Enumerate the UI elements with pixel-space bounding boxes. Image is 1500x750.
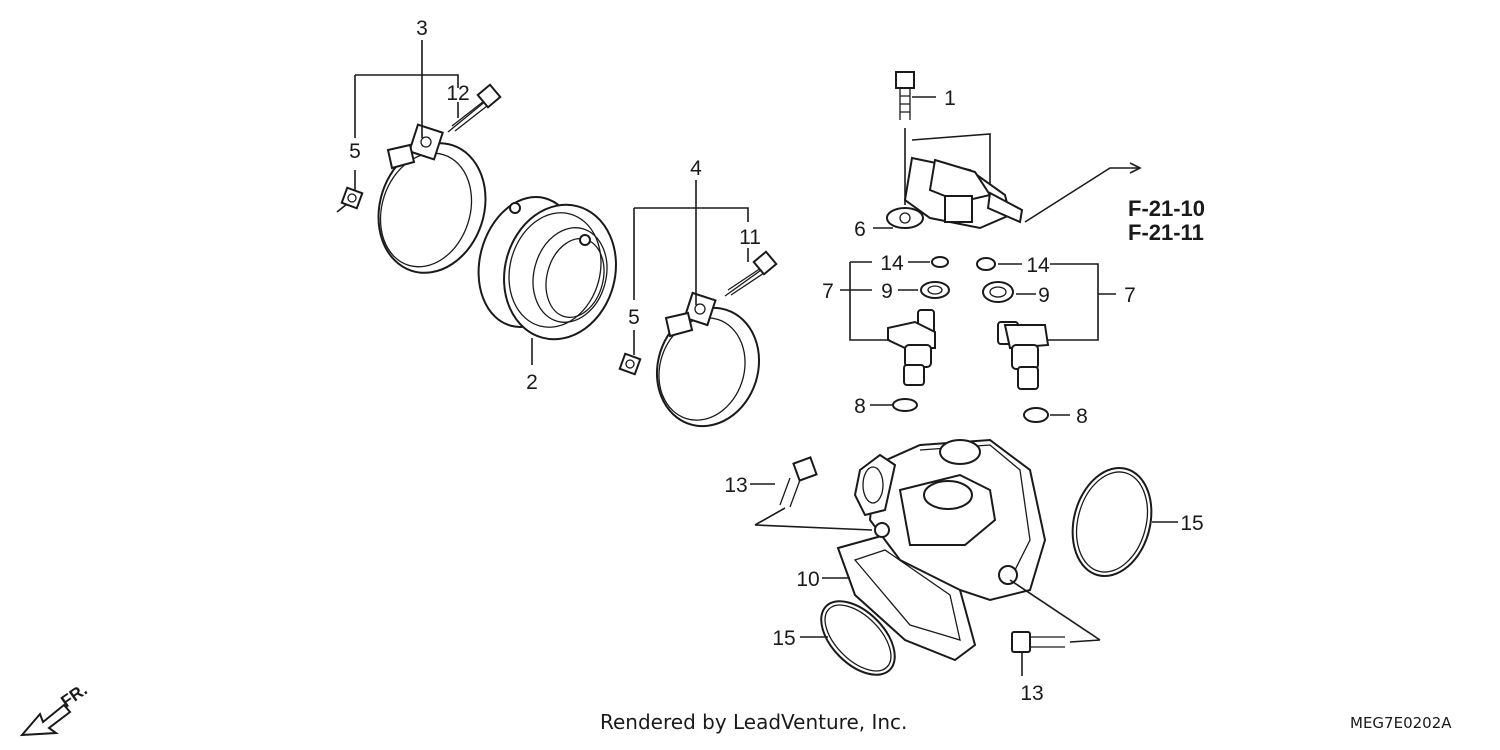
ref-arrowhead <box>1129 162 1142 174</box>
reference-f-21-10: F-21-10 <box>1128 196 1205 221</box>
leader-7-right <box>1048 263 1116 341</box>
callout-5-left: 5 <box>349 140 361 163</box>
intake-boot <box>477 196 617 341</box>
fuel-rail <box>886 156 1024 230</box>
seal-8-right <box>1023 407 1049 423</box>
callout-8-right: 8 <box>1076 405 1088 428</box>
callout-9-left: 9 <box>881 280 893 303</box>
o-ring-14-left <box>931 256 949 268</box>
o-ring-14-right <box>976 257 996 271</box>
throttle-body <box>836 438 1047 662</box>
leader-5-left-tick <box>336 203 348 213</box>
callout-11: 11 <box>739 226 761 249</box>
seal-9-left <box>920 281 950 299</box>
nut-5-middle <box>618 352 642 376</box>
callout-8-left: 8 <box>854 395 866 418</box>
bolt-12 <box>447 83 502 133</box>
callout-15-right: 15 <box>1180 512 1203 535</box>
leader-7-left <box>840 261 890 341</box>
injector-right <box>997 321 1050 390</box>
clamp-band-left <box>377 123 487 274</box>
callout-13-lower: 13 <box>1020 682 1043 705</box>
bolt-1 <box>895 71 915 120</box>
callout-9-right: 9 <box>1038 284 1050 307</box>
seal-9-right <box>982 281 1014 303</box>
callout-2: 2 <box>526 371 538 394</box>
front-arrow-icon <box>19 703 72 737</box>
callout-15-lower: 15 <box>772 627 795 650</box>
callout-1: 1 <box>944 87 956 110</box>
gasket-15-right <box>1071 466 1153 578</box>
callout-12: 12 <box>446 82 469 105</box>
injector-left <box>887 309 936 386</box>
leader-13-upper-fan <box>754 507 873 531</box>
callout-4: 4 <box>690 157 702 180</box>
leader-ref <box>1024 167 1138 223</box>
leader-rail-bracket <box>911 133 991 185</box>
render-credit: Rendered by LeadVenture, Inc. <box>600 710 908 734</box>
leader-3-bracket <box>354 40 459 138</box>
callout-7-left: 7 <box>822 280 834 303</box>
diagram-code: MEG7E0202A <box>1350 714 1452 732</box>
callout-6: 6 <box>854 218 866 241</box>
bolt-13-upper <box>779 456 818 508</box>
nut-5-left <box>340 186 364 210</box>
reference-f-21-11: F-21-11 <box>1128 220 1204 245</box>
clamp-band-middle <box>655 291 761 428</box>
callout-14-left: 14 <box>880 252 904 275</box>
callout-3: 3 <box>416 17 428 40</box>
callout-5-middle: 5 <box>628 306 640 329</box>
bolt-11 <box>724 250 778 297</box>
callout-13-upper: 13 <box>724 474 747 497</box>
bolt-13-lower <box>1011 631 1065 653</box>
callout-7-right: 7 <box>1124 284 1136 307</box>
gasket-15-lower <box>820 600 896 676</box>
leader-13-lower-fan <box>1009 579 1101 643</box>
callout-14-right: 14 <box>1026 254 1050 277</box>
leader-4-bracket <box>633 180 749 305</box>
seal-8-left <box>892 398 918 412</box>
callout-10: 10 <box>796 568 819 591</box>
